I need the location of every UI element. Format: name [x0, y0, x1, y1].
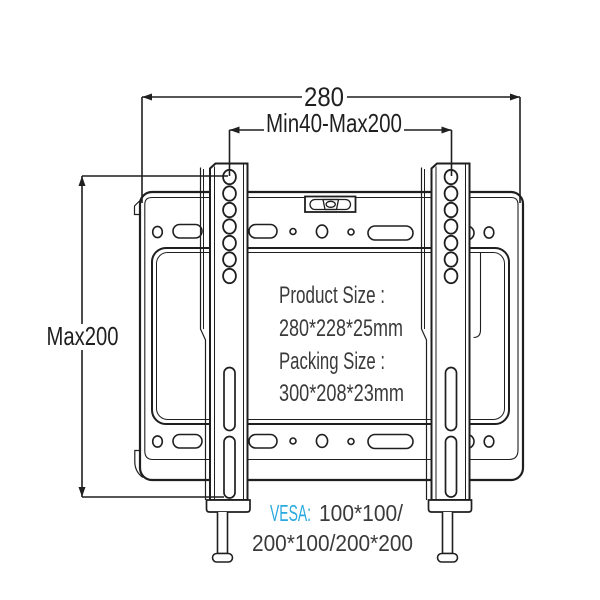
plate-hole-small: [289, 227, 297, 236]
left-tv-bracket: [199, 162, 251, 513]
bracket-hole: [222, 218, 237, 235]
plate-hole-small: [347, 228, 355, 236]
bolt-shaft: [216, 512, 229, 555]
bolt-head: [436, 552, 459, 563]
bolt-head: [211, 552, 234, 563]
plate-corner-hole: [483, 226, 495, 239]
bracket-slot: [223, 366, 236, 432]
left-bracket-face: [209, 162, 249, 501]
plate-slot: [367, 225, 414, 241]
plate-hole-medium: [315, 433, 329, 449]
dimension-extension-line: [228, 130, 453, 176]
plate-corner-hole: [151, 225, 164, 239]
right-bracket-face: [430, 162, 471, 501]
right-tv-bracket: [420, 162, 482, 513]
dimension-bracket-range: [228, 126, 453, 176]
plate-corner-hole: [151, 435, 164, 448]
right-mounting-bolt: [436, 512, 459, 563]
dim-height-label: Max200: [47, 321, 119, 351]
arrowhead: [142, 93, 152, 101]
right-bracket-holes: [443, 168, 459, 285]
left-flange-tab-bottom: [134, 449, 144, 478]
wall-plate-fold-line: [144, 196, 519, 461]
plate-slot: [172, 433, 203, 449]
arrowhead: [441, 126, 452, 134]
arrowhead: [229, 126, 240, 134]
packing-size-label: Packing Size :: [279, 348, 385, 375]
dimension-height-max200: [78, 175, 228, 498]
dimension-width-280: [141, 93, 521, 203]
bracket-hole: [222, 201, 237, 219]
bubble-level-bubble: [325, 200, 336, 208]
bubble-level-window: [322, 198, 340, 211]
vesa-line1: VESA: 100*100/: [270, 500, 404, 526]
plate-slot: [248, 433, 278, 449]
bubble-level: [304, 195, 357, 213]
bracket-slot: [223, 435, 236, 499]
inner-panel-outline: [151, 247, 510, 425]
bracket-hole: [222, 185, 237, 202]
left-mounting-bolt: [211, 512, 234, 563]
bracket-hole: [443, 267, 459, 285]
bracket-hole: [443, 185, 459, 202]
dimension-extension-line: [82, 175, 228, 498]
bracket-hole: [443, 218, 459, 235]
bracket-slot: [444, 366, 458, 432]
inner-panel-fold-line: [156, 252, 505, 420]
bracket-hole: [443, 201, 459, 219]
arrowhead: [78, 487, 86, 497]
bracket-hole: [222, 234, 237, 252]
plate-slot: [172, 223, 203, 239]
packing-size-value: 300*208*23mm: [279, 380, 404, 407]
bubble-level-housing: [304, 195, 357, 213]
plate-slot: [248, 223, 278, 239]
wall-plate: [133, 190, 525, 482]
bracket-hole: [222, 251, 237, 268]
right-bracket-foot: [427, 499, 473, 513]
plate-hole-medium: [315, 224, 329, 239]
dim-width-label: 280: [304, 82, 344, 112]
bracket-slot: [444, 435, 458, 498]
arrowhead: [78, 176, 86, 186]
dim-bracket-range-label: Min40-Max200: [266, 108, 402, 138]
plate-hole-small: [289, 437, 297, 445]
dimension-extension-line: [141, 97, 521, 203]
left-bracket-sidewall: [199, 167, 207, 500]
left-flange-tab-top: [133, 200, 141, 216]
arrowhead: [510, 93, 520, 101]
wall-plate-outline: [138, 190, 525, 482]
left-bracket-foot: [205, 499, 251, 513]
product-size-value: 280*228*25mm: [279, 315, 403, 342]
right-bracket-sidewall: [420, 167, 428, 500]
product-size-label: Product Size :: [279, 282, 385, 309]
vesa-label: VESA:: [270, 500, 311, 526]
vesa-patterns-line2: 200*100/200*200: [252, 530, 413, 556]
bracket-hole: [443, 251, 459, 268]
plate-corner-hole: [483, 435, 495, 448]
bracket-hole: [222, 267, 237, 285]
plate-hole-small: [347, 437, 355, 446]
plate-slot: [367, 433, 414, 450]
right-bracket-hook-line: [473, 252, 482, 339]
bolt-shaft: [441, 512, 454, 555]
vesa-patterns-line1: 100*100/: [319, 500, 404, 526]
bracket-hole: [443, 234, 459, 252]
